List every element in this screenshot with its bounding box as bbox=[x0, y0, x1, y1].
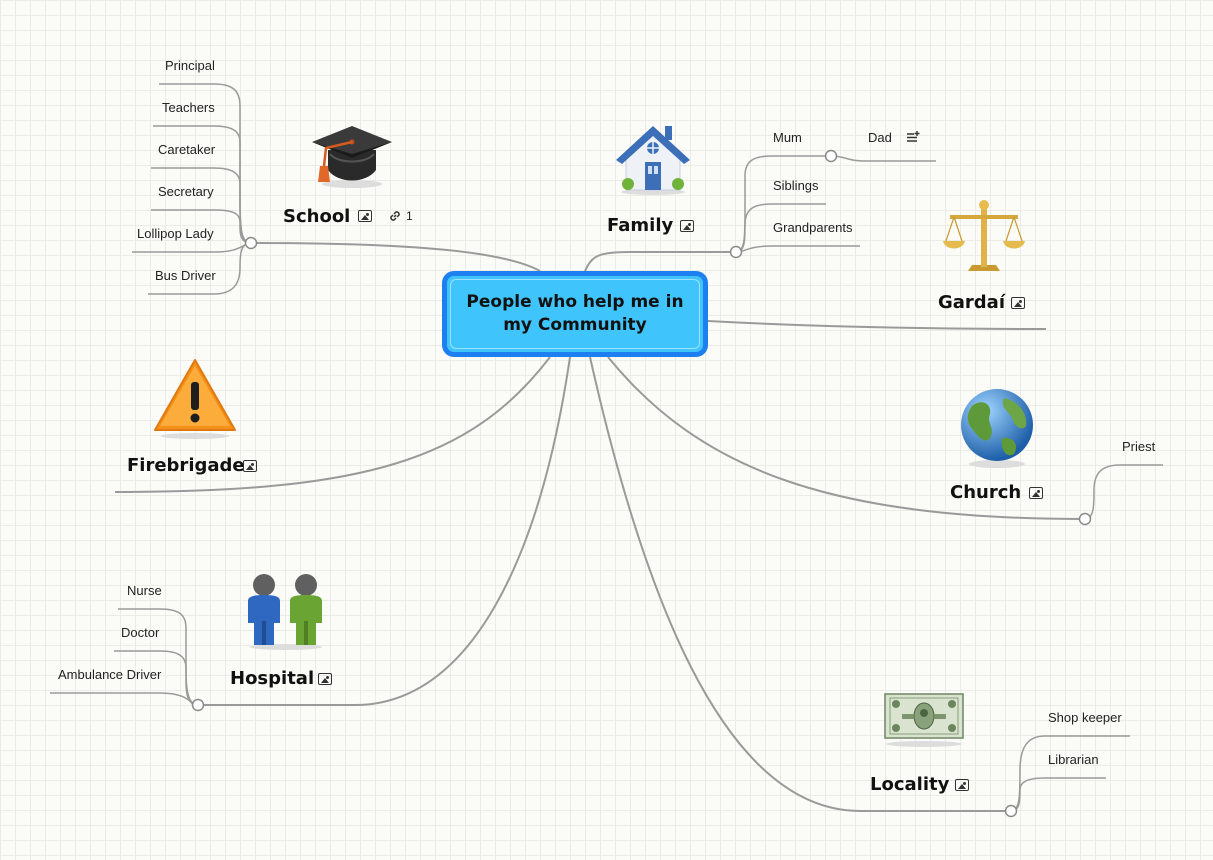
dollar-bill-icon bbox=[884, 693, 964, 747]
subtopic-nurse[interactable]: Nurse bbox=[127, 583, 162, 598]
image-icon[interactable] bbox=[243, 460, 257, 472]
branch-hospital bbox=[198, 356, 571, 706]
link-icon[interactable] bbox=[388, 209, 402, 223]
image-icon[interactable] bbox=[1011, 297, 1025, 309]
school-collapse-toggle[interactable] bbox=[244, 236, 258, 250]
image-icon[interactable] bbox=[680, 220, 694, 232]
scales-of-justice-icon bbox=[943, 200, 1025, 271]
locality-subtopic-connectors bbox=[1010, 735, 1130, 812]
hospital-collapse-toggle[interactable] bbox=[191, 698, 205, 712]
topic-firebrigade[interactable]: Firebrigade bbox=[127, 455, 245, 476]
two-people-icon bbox=[248, 574, 322, 650]
topic-family[interactable]: Family bbox=[607, 215, 674, 236]
topic-gardai[interactable]: Gardaí bbox=[938, 292, 1005, 313]
warning-sign-icon bbox=[154, 359, 236, 439]
subtopic-teachers[interactable]: Teachers bbox=[162, 100, 215, 115]
image-icon[interactable] bbox=[318, 673, 332, 685]
subtopic-doctor[interactable]: Doctor bbox=[121, 625, 160, 640]
church-subtopic-connector bbox=[1084, 464, 1163, 520]
house-icon bbox=[616, 126, 690, 195]
subtopic-siblings[interactable]: Siblings bbox=[773, 178, 819, 193]
topic-school[interactable]: School bbox=[283, 206, 351, 227]
image-icon[interactable] bbox=[1029, 487, 1043, 499]
link-count[interactable]: 1 bbox=[406, 209, 413, 223]
topic-hospital[interactable]: Hospital bbox=[230, 668, 315, 689]
topic-church[interactable]: Church bbox=[950, 482, 1022, 503]
subtopic-principal[interactable]: Principal bbox=[165, 58, 215, 73]
branch-gardai bbox=[707, 320, 1047, 330]
mum-collapse-toggle[interactable] bbox=[824, 149, 838, 163]
image-icon[interactable] bbox=[358, 210, 372, 222]
branch-school bbox=[250, 242, 541, 272]
family-collapse-toggle[interactable] bbox=[729, 245, 743, 259]
subtopic-bus-driver[interactable]: Bus Driver bbox=[155, 268, 216, 283]
hospital-subtopic-connectors bbox=[50, 608, 199, 706]
branch-church bbox=[607, 356, 1086, 520]
church-collapse-toggle[interactable] bbox=[1078, 512, 1092, 526]
subtopic-mum[interactable]: Mum bbox=[773, 130, 802, 145]
subtopic-shop-keeper[interactable]: Shop keeper bbox=[1048, 710, 1122, 725]
subtopic-lollipop-lady[interactable]: Lollipop Lady bbox=[137, 226, 214, 241]
subtopic-priest[interactable]: Priest bbox=[1122, 439, 1156, 454]
branch-firebrigade bbox=[114, 356, 551, 493]
globe-icon bbox=[961, 389, 1033, 468]
branch-family bbox=[584, 251, 736, 272]
subtopic-secretary[interactable]: Secretary bbox=[158, 184, 214, 199]
subtopic-grandparents[interactable]: Grandparents bbox=[773, 220, 853, 235]
locality-collapse-toggle[interactable] bbox=[1004, 804, 1018, 818]
family-subtopic-connectors bbox=[735, 155, 936, 253]
subtopic-dad[interactable]: Dad bbox=[868, 130, 892, 145]
subtopic-librarian[interactable]: Librarian bbox=[1048, 752, 1099, 767]
subtopic-ambulance-driver[interactable]: Ambulance Driver bbox=[58, 667, 162, 682]
branch-locality bbox=[589, 356, 1011, 812]
central-topic[interactable]: People who help me in my Community bbox=[442, 271, 708, 357]
graduation-cap-icon bbox=[312, 126, 392, 188]
subtopic-caretaker[interactable]: Caretaker bbox=[158, 142, 216, 157]
central-topic-label: People who help me in my Community bbox=[466, 292, 684, 335]
notes-icon[interactable] bbox=[906, 130, 920, 144]
topic-locality[interactable]: Locality bbox=[870, 774, 950, 795]
image-icon[interactable] bbox=[955, 779, 969, 791]
